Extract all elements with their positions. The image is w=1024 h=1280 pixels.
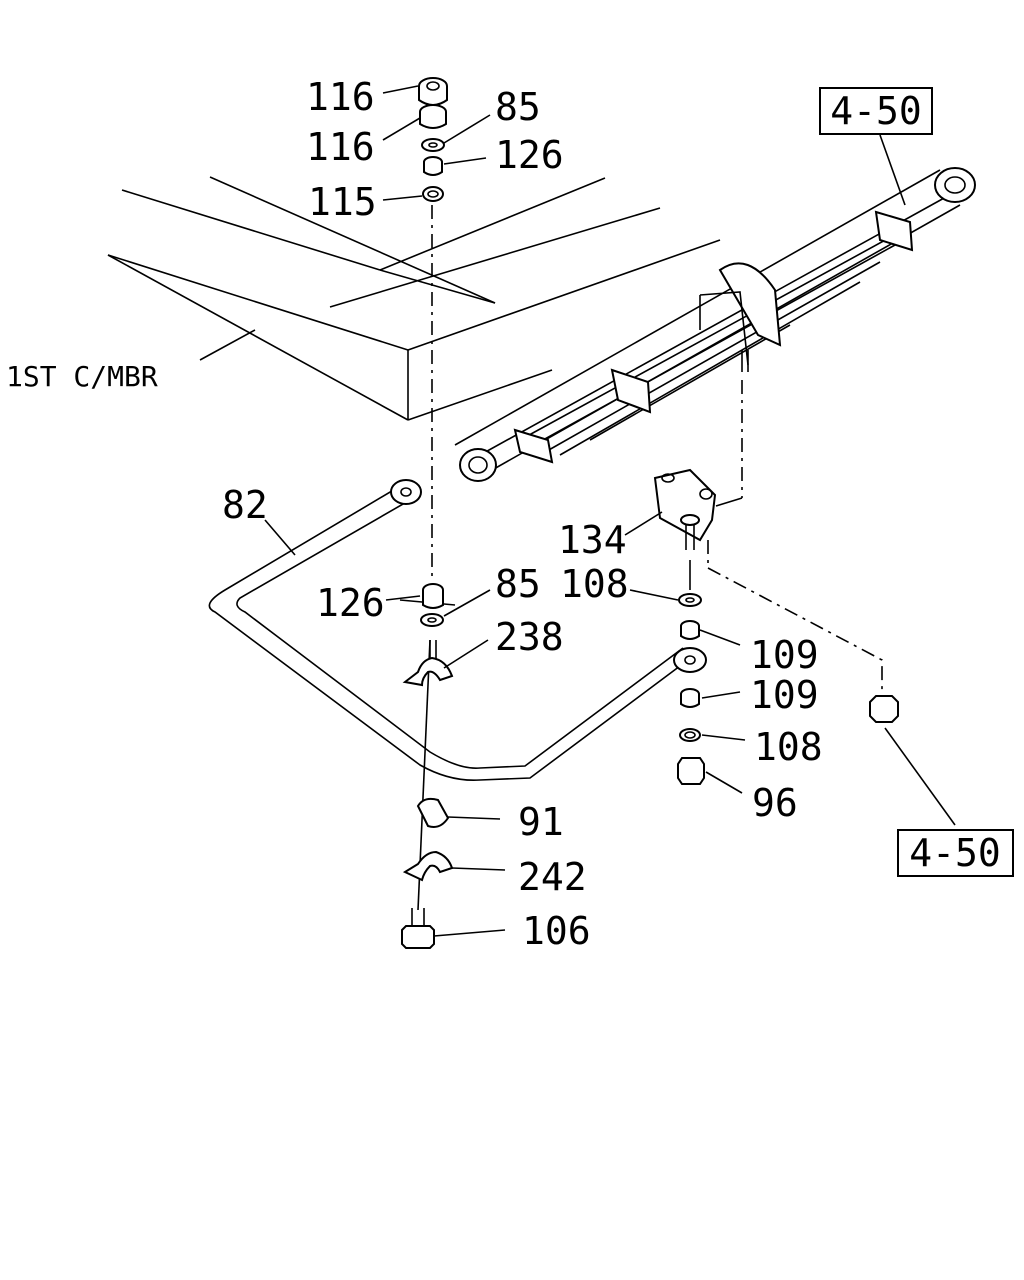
callout-96: 96: [752, 781, 798, 825]
label-first-cross-member: 1ST C/MBR: [6, 360, 158, 393]
lower-stack-left: [401, 583, 454, 949]
center-lines: [399, 205, 883, 911]
lower-stack-right: [677, 593, 899, 785]
callout-242: 242: [518, 855, 587, 899]
callout-115: 115: [308, 180, 377, 224]
callout-109-lower: 109: [750, 673, 819, 717]
callout-126-upper: 126: [495, 133, 564, 177]
bracket-134: [653, 468, 717, 590]
callout-82: 82: [222, 483, 268, 527]
callout-106: 106: [522, 909, 591, 953]
callout-91: 91: [518, 800, 564, 844]
stabilizer-bar: [208, 479, 707, 782]
callout-126-lower: 126: [316, 581, 385, 625]
callout-108-lower: 108: [754, 725, 823, 769]
callout-108-upper: 108: [560, 562, 629, 606]
callout-109-upper: 109: [750, 633, 819, 677]
upper-stack: [418, 77, 448, 202]
callout-116-top: 116: [306, 75, 375, 119]
callout-85-lower: 85: [495, 562, 541, 606]
callouts: 116 116 85 126 115 1ST C/MBR 82 126 85 2…: [6, 75, 823, 953]
leaf-spring: [454, 167, 976, 482]
ref-box-bottom: 4-50: [897, 829, 1014, 877]
ref-box-top: 4-50: [819, 87, 933, 135]
callout-134: 134: [558, 518, 627, 562]
cross-member: [107, 176, 721, 421]
leader-lines: [199, 85, 956, 937]
callout-116-second: 116: [306, 125, 375, 169]
ref-bottom-text: 4-50: [909, 831, 1001, 875]
ref-top-text: 4-50: [830, 89, 922, 133]
callout-238: 238: [495, 615, 564, 659]
callout-85-upper: 85: [495, 85, 541, 129]
